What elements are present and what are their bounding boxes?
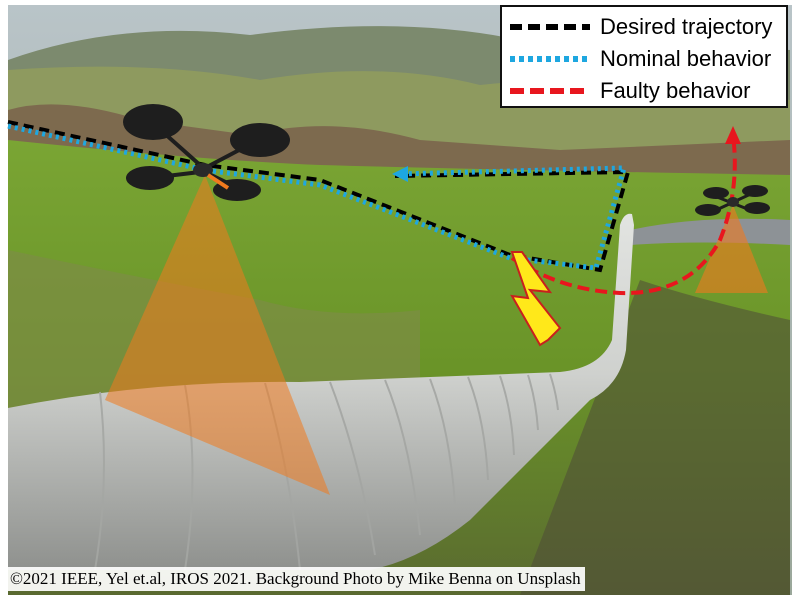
legend-item-nominal: Nominal behavior <box>510 43 771 75</box>
photo-credit-caption: ©2021 IEEE, Yel et.al, IROS 2021. Backgr… <box>6 567 585 591</box>
legend-item-desired: Desired trajectory <box>510 11 772 43</box>
dashed-line-swatch <box>510 24 590 30</box>
legend-label: Faulty behavior <box>600 78 751 103</box>
arrow-icon <box>392 166 408 182</box>
sensor-cone-main <box>105 175 330 495</box>
sensor-cone-faulty <box>695 205 768 293</box>
nominal-trajectory <box>7 123 628 271</box>
legend-item-faulty: Faulty behavior <box>510 75 750 107</box>
pipeline <box>8 213 634 571</box>
legend-label: Nominal behavior <box>600 46 772 71</box>
drone-icon <box>123 104 290 201</box>
lightning-fault-icon <box>510 251 562 347</box>
legend: Desired trajectory Nominal behavior Faul… <box>500 5 788 108</box>
faulty-trajectory <box>510 126 741 296</box>
arrow-icon <box>725 126 741 144</box>
dotted-line-swatch <box>510 56 590 62</box>
drone-icon <box>695 185 770 216</box>
dashed-line-swatch <box>510 88 590 94</box>
legend-label: Desired trajectory <box>600 14 773 39</box>
